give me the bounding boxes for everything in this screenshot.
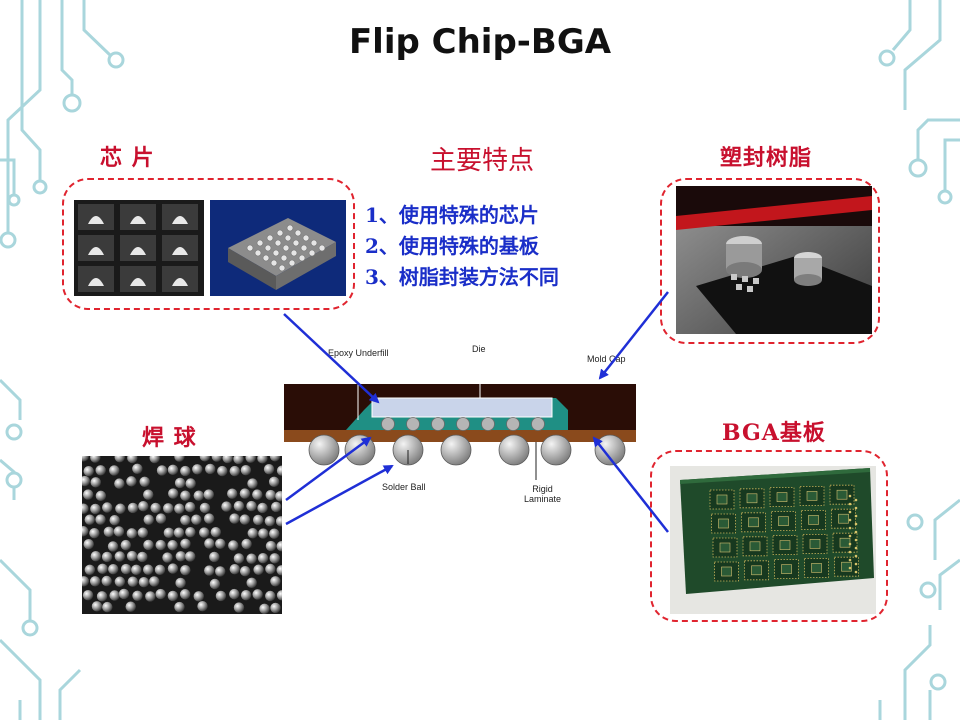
label-mold-cap: Mold Cap	[587, 354, 626, 364]
chip-die-3d-photo	[210, 200, 346, 296]
feature-item: 3、树脂封装方法不同	[365, 265, 559, 289]
bga-substrate-photo	[670, 466, 876, 614]
slide-title: Flip Chip-BGA	[348, 22, 612, 62]
cross-section-diagram	[284, 350, 636, 480]
heading-chip: 芯 片	[100, 145, 155, 171]
features-title: 主要特点	[430, 146, 535, 176]
label-solder-ball: Solder Ball	[382, 482, 426, 492]
die	[371, 397, 553, 418]
heading-bga-substrate: BGA基板	[722, 420, 826, 446]
feature-item: 1、使用特殊的芯片	[365, 203, 539, 227]
solder-balls-photo	[82, 456, 282, 614]
substrate-frame	[650, 450, 888, 622]
arrow-balls-to-solder	[285, 464, 394, 526]
heading-mold-resin: 塑封树脂	[720, 145, 813, 171]
chip-bump-photo	[74, 200, 204, 296]
mold-resin-photo	[676, 186, 872, 334]
label-epoxy-underfill: Epoxy Underfill	[328, 348, 389, 358]
arrow-substrate-to-laminate	[592, 436, 669, 533]
arrow-balls-to-bump	[285, 436, 372, 502]
label-rigid: Rigid	[532, 484, 553, 494]
arrow-resin-to-mold	[598, 291, 669, 380]
mold-resin-frame	[660, 178, 880, 344]
label-laminate: Laminate	[524, 494, 562, 504]
label-die: Die	[472, 344, 486, 354]
feature-item: 2、使用特殊的基板	[365, 234, 539, 258]
heading-solder-balls: 焊 球	[142, 425, 197, 451]
label-rigid-laminate: Rigid Laminate	[524, 484, 561, 504]
chip-frame	[62, 178, 355, 310]
features-list: 1、使用特殊的芯片 2、使用特殊的基板 3、树脂封装方法不同	[365, 200, 559, 293]
arrow-chip-to-die	[283, 313, 380, 404]
